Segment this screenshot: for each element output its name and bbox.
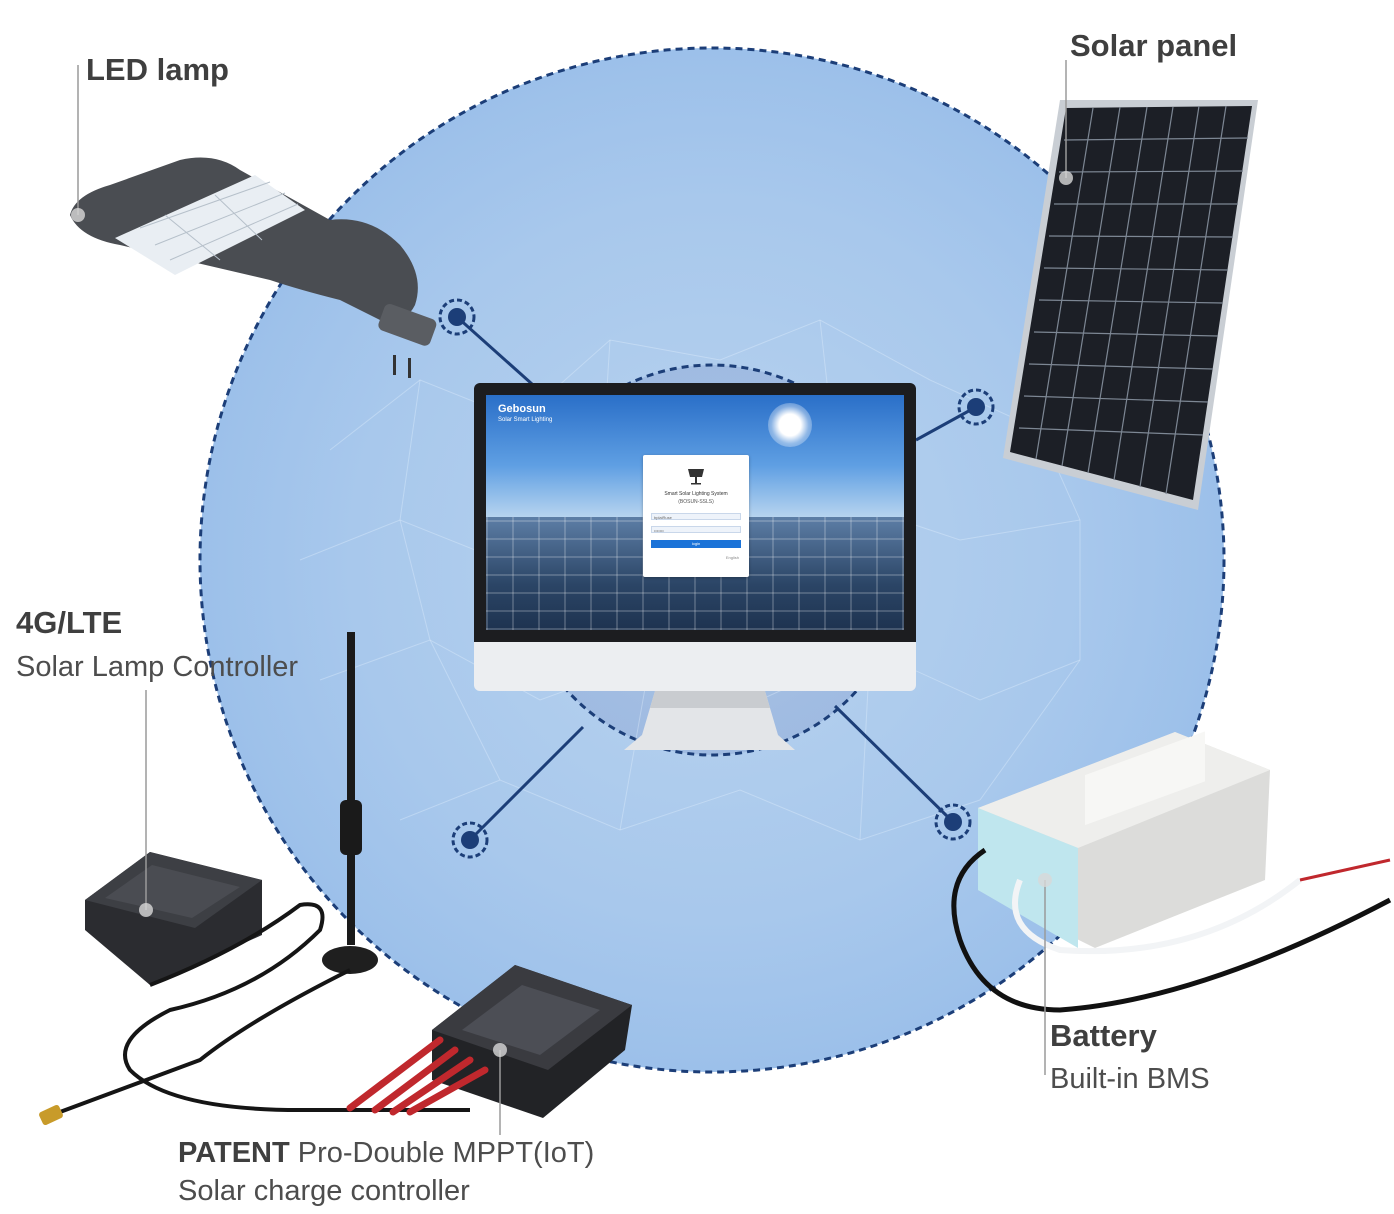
label-led-lamp: LED lamp (86, 52, 229, 87)
lte-controller-image (85, 852, 470, 1112)
monitor: Gebosun Solar Smart Lighting Smart Solar… (474, 383, 916, 691)
node-solar (957, 388, 995, 426)
solar-panel-icon (688, 469, 704, 485)
node-battery (934, 803, 972, 841)
monitor-screen: Gebosun Solar Smart Lighting Smart Solar… (486, 395, 904, 630)
monitor-chin (474, 642, 916, 691)
label-controller-subtitle: Solar Lamp Controller (16, 651, 299, 683)
led-lamp-image (70, 157, 437, 378)
label-mppt-title: PATENT Pro-Double MPPT(IoT) (178, 1137, 594, 1170)
password-input[interactable]: ••••••• (651, 526, 741, 533)
sun (768, 403, 812, 447)
link-solar (915, 405, 977, 442)
label-controller-title: 4G/LTE (16, 605, 123, 640)
solar-panel-image (1003, 100, 1258, 510)
screen-brand: Gebosun (498, 403, 546, 415)
username-input[interactable]: bplaiRuse (651, 513, 741, 520)
label-solar-panel: Solar panel (1070, 28, 1238, 63)
screen-brand-sub: Solar Smart Lighting (498, 417, 553, 423)
label-mppt-subtitle: Solar charge controller (178, 1175, 470, 1207)
mppt-controller-image (346, 965, 632, 1118)
label-mppt-bold: PATENT (178, 1137, 290, 1169)
login-card: Smart Solar Lighting System (BOSUN-SSLS)… (643, 455, 749, 577)
label-mppt-rest: Pro-Double MPPT(IoT) (289, 1137, 595, 1169)
label-battery-title: Battery (1050, 1018, 1157, 1053)
link-battery (833, 704, 955, 824)
login-title: Smart Solar Lighting System (664, 491, 728, 497)
node-controller (451, 821, 489, 859)
language-select[interactable]: English (725, 555, 739, 560)
label-battery-subtitle: Built-in BMS (1050, 1063, 1210, 1095)
login-button[interactable]: login (651, 540, 741, 548)
battery-image (951, 731, 1392, 1013)
link-controller (468, 725, 585, 842)
login-subtitle: (BOSUN-SSLS) (678, 499, 714, 505)
outer-circle-dashed (198, 46, 1226, 1074)
antenna-image (39, 632, 378, 1126)
node-led (438, 298, 476, 336)
